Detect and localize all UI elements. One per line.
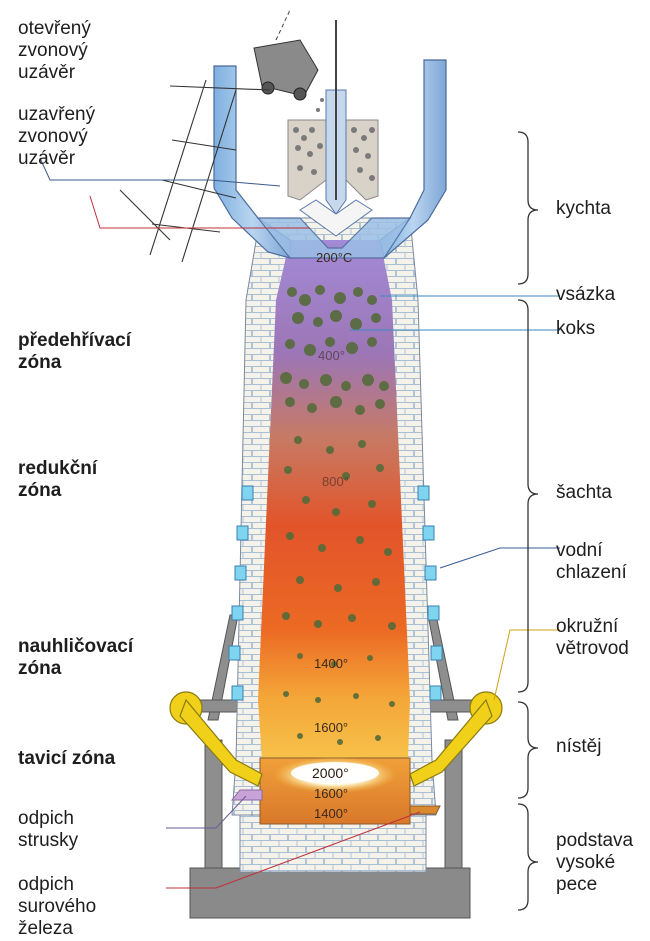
label-preheat-zone: předehřívací zóna <box>18 330 131 374</box>
temp-1400-hearth: 1400° <box>314 806 348 821</box>
temp-400: 400° <box>318 348 345 363</box>
label-iron-tap: odpich surového železa <box>18 874 96 940</box>
skip-rails <box>120 80 270 262</box>
label-hearth: nístěj <box>556 736 601 758</box>
label-base: podstava vysoké pece <box>556 830 633 896</box>
temp-1600-shaft: 1600° <box>314 720 348 735</box>
right-braces <box>518 132 538 910</box>
label-coke: koks <box>556 318 595 340</box>
temp-2000: 2000° <box>312 765 349 781</box>
label-water-cooling: vodní chlazení <box>556 540 627 584</box>
label-charge: vsázka <box>556 284 615 306</box>
label-melting-zone: tavicí zóna <box>18 748 115 770</box>
temp-1400-shaft: 1400° <box>314 656 348 671</box>
label-throat: kychta <box>556 198 611 220</box>
iron-layer <box>410 806 440 814</box>
label-stack: šachta <box>556 482 612 504</box>
label-closed-bell: uzavřený zvonový uzávěr <box>18 104 95 170</box>
label-reduction-zone: redukční zóna <box>18 458 97 502</box>
furnace-base-slab <box>190 868 470 918</box>
temp-1600-hearth: 1600° <box>314 786 348 801</box>
label-bustle-pipe: okružní větrovod <box>556 616 629 660</box>
skip-car <box>254 10 318 100</box>
temp-800: 800° <box>322 474 349 489</box>
label-slag-tap: odpich strusky <box>18 808 78 852</box>
temp-200: 200°C <box>316 250 352 265</box>
label-open-bell: otevřený zvonový uzávěr <box>18 18 91 84</box>
label-carburizing-zone: nauhličovací zóna <box>18 636 133 680</box>
